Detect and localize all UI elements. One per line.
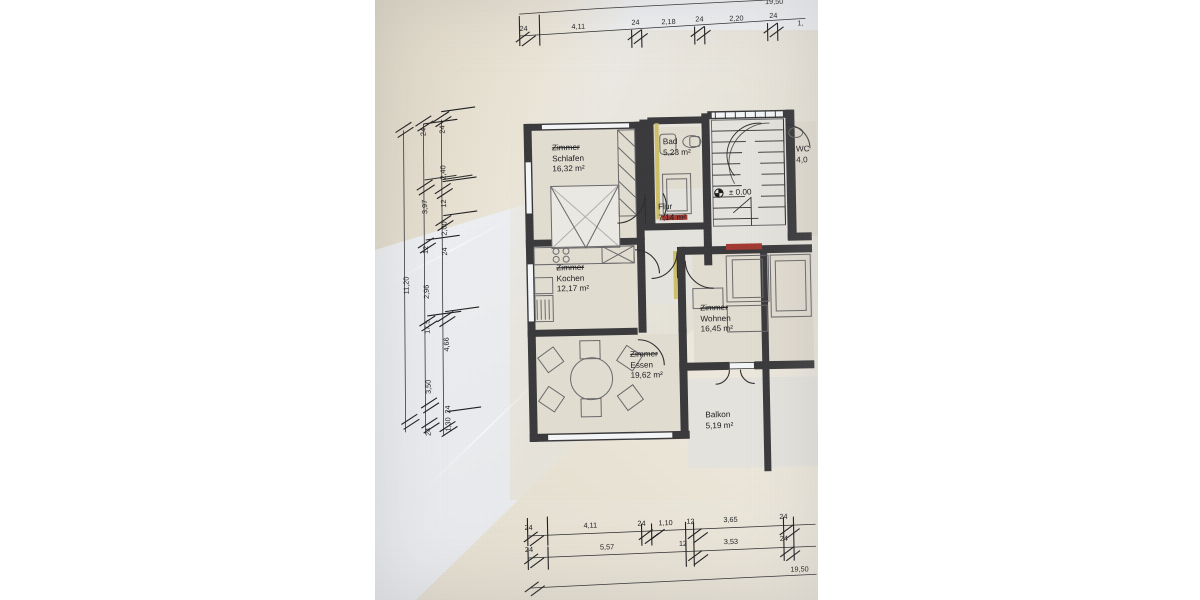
- closet-schlafen: [617, 129, 637, 217]
- dim-left-overall-label: 11,20: [401, 276, 411, 295]
- room-area-flur: 7,14 m²: [658, 212, 687, 222]
- dim-top-411: 4,11: [571, 21, 586, 32]
- room-area-schlafen: 16,32 m²: [552, 163, 585, 174]
- room-name-wc: WC: [795, 144, 810, 154]
- kitchen-furniture: [533, 245, 635, 323]
- dim-left-466: 4,66: [441, 337, 451, 352]
- room-crossed-label-essen: Zimmer: [630, 349, 658, 359]
- dim-top-220: 2,20: [729, 13, 744, 23]
- room-name-bad: Bad: [662, 136, 678, 147]
- room-label-schlafen: Zimmer Schlafen 16,32 m²: [552, 143, 585, 175]
- staircase: [710, 110, 787, 227]
- dim-top-overall: [519, 0, 800, 15]
- plan-drawing-layer: Zimmer Schlafen 16,32 m² Bad 5,23 m² WC …: [375, 0, 818, 600]
- dim-bottom-r2-24b: 24: [779, 533, 789, 543]
- room-area-essen: 19,62 m²: [630, 370, 663, 380]
- room-label-kochen: Zimmer Kochen 12,17 m²: [556, 263, 589, 295]
- room-area-kochen: 12,17 m²: [556, 283, 590, 294]
- doors: [617, 124, 811, 385]
- dim-left-200: 2,00: [439, 221, 449, 236]
- dim-bottom-r2-557: 5,57: [599, 542, 615, 552]
- dim-left-130: 1,30: [443, 417, 453, 432]
- bathroom-fixtures: [659, 133, 702, 215]
- room-label-essen: Zimmer Essen 19,62 m²: [630, 349, 663, 381]
- dim-bottom-r2-24a: 24: [524, 544, 534, 555]
- room-label-balkon: Balkon 5,19 m²: [705, 410, 733, 432]
- dim-left-296: 2,96: [421, 284, 431, 300]
- dim-bottom-r1-24c: 24: [779, 511, 788, 521]
- dim-bottom-overall-label: 19,50: [790, 564, 809, 574]
- dim-top-last: 1,: [797, 18, 804, 28]
- accent-wall-segments: [654, 123, 763, 300]
- dim-left-24-i2: 24: [439, 247, 450, 256]
- room-label-wohnen: Zimmer Wohnen 16,45 m²: [700, 303, 733, 335]
- dim-bottom-r1-12: 12: [686, 516, 695, 526]
- dim-bottom-r1-110: 1,10: [658, 518, 673, 528]
- plan-svg: [395, 0, 818, 597]
- room-area-balkon: 5,19 m²: [705, 420, 734, 430]
- room-area-wohnen: 16,45 m²: [700, 323, 733, 334]
- dim-bottom-chains: [523, 516, 817, 597]
- dim-top-24b: 24: [631, 17, 640, 27]
- dim-bottom-r1-365: 3,65: [723, 514, 738, 525]
- dim-bottom-r2-12: 12: [678, 538, 688, 548]
- dim-top-chain: [515, 14, 806, 48]
- dim-bottom-r1-24b: 24: [637, 518, 646, 528]
- level-marker-label: ± 0.00: [728, 187, 752, 197]
- dim-bottom-r1-24a: 24: [524, 522, 533, 533]
- windows: [524, 110, 784, 441]
- level-marker-symbol: [714, 188, 724, 198]
- room-name-balkon: Balkon: [705, 409, 731, 420]
- bed-furniture: [550, 184, 621, 249]
- wc-fixtures: [788, 127, 804, 139]
- dim-left-24-i3: 24: [437, 125, 447, 134]
- room-area-wc: 4,0: [796, 154, 808, 165]
- floor-plan-photo: Zimmer Schlafen 16,32 m² Bad 5,23 m² WC …: [375, 0, 818, 600]
- dim-left-175: 17,5: [422, 319, 432, 335]
- dim-top-218: 2,18: [661, 16, 676, 27]
- room-crossed-label-kochen: Zimmer: [556, 262, 585, 273]
- dim-left-350: 3,50: [423, 379, 433, 395]
- room-name-essen: Essen: [630, 359, 654, 370]
- dining-set: [537, 340, 645, 418]
- dim-bottom-r1-411: 4,11: [583, 520, 598, 530]
- dim-left-12-i2: 12: [438, 199, 449, 208]
- room-area-bad: 5,23 m²: [662, 147, 691, 157]
- dim-left-12-i1: 12: [420, 245, 431, 255]
- room-name-flur: Flur: [658, 202, 673, 212]
- room-label-flur: Flur 7,14 m²: [658, 202, 686, 224]
- dim-top-24a: 24: [519, 23, 528, 34]
- room-name-schlafen: Schlafen: [552, 153, 585, 163]
- dim-left-chains: [395, 106, 482, 438]
- dim-left-24-top: 24: [418, 127, 428, 137]
- room-label-bad: Bad 5,23 m²: [663, 137, 691, 159]
- dim-left-24-bottom: 24: [423, 427, 433, 437]
- room-label-wc: WC 4,0: [796, 144, 810, 165]
- dim-top-24c: 24: [695, 14, 704, 24]
- room-name-kochen: Kochen: [556, 273, 585, 283]
- dim-left-240: 2,40: [438, 165, 448, 180]
- living-room-furniture: [692, 253, 812, 333]
- dim-left-24-i1: 24: [443, 405, 453, 414]
- room-crossed-label-schlafen: Zimmer: [551, 142, 580, 153]
- dim-top-24d: 24: [769, 10, 778, 21]
- room-crossed-label-wohnen: Zimmer: [700, 302, 729, 313]
- dim-bottom-r2-353: 3,53: [723, 536, 739, 547]
- dim-top-overall-label: 19,50: [764, 0, 784, 7]
- room-name-wohnen: Wohnen: [700, 313, 731, 323]
- dim-left-397: 3,97: [419, 199, 430, 215]
